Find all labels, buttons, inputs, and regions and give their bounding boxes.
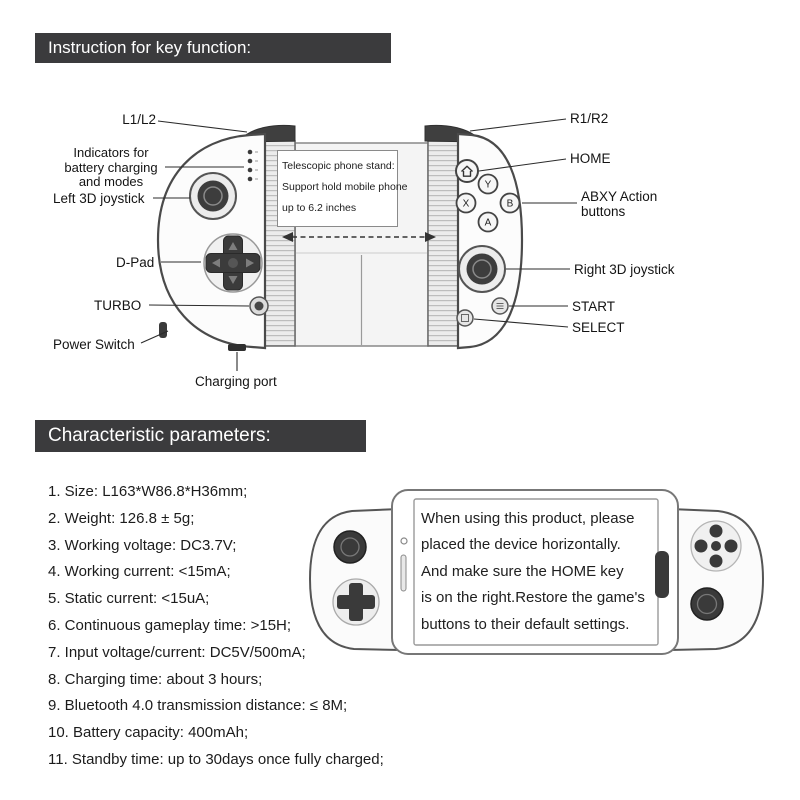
telescopic-note-line: Support hold mobile phone bbox=[282, 181, 408, 193]
bottom-gamepad-with-phone bbox=[308, 489, 765, 655]
stretch-arrow bbox=[282, 232, 436, 242]
parameter-item: 11. Standby time: up to 30days once full… bbox=[48, 750, 384, 768]
parameter-item: 2. Weight: 126.8 ± 5g; bbox=[48, 509, 195, 527]
phone bbox=[391, 489, 679, 655]
phone-usage-note: When using this product, please placed t… bbox=[421, 506, 645, 638]
telescopic-rail-right bbox=[427, 140, 459, 347]
indicator-leds bbox=[247, 149, 258, 182]
select-button bbox=[456, 309, 474, 327]
parameter-item: 1. Size: L163*W86.8*H36mm; bbox=[48, 483, 248, 500]
abxy-buttons: Y X B A bbox=[455, 173, 521, 233]
phone-note-line: And make sure the HOME key bbox=[421, 562, 624, 580]
parameters-list: 1. Size: L163*W86.8*H36mm; 2. Weight: 12… bbox=[48, 479, 384, 774]
bottom-left-joystick bbox=[333, 530, 367, 564]
label-left-joystick: Left 3D joystick bbox=[53, 191, 145, 206]
button-x-label: X bbox=[463, 199, 470, 210]
telescopic-note-line: up to 6.2 inches bbox=[282, 202, 357, 214]
parameter-item: 10. Battery capacity: 400mAh; bbox=[48, 724, 249, 742]
parameter-item: 3. Working voltage: DC3.7V; bbox=[48, 536, 237, 554]
home-button bbox=[455, 159, 479, 183]
label-r1-r2: R1/R2 bbox=[570, 111, 609, 126]
parameter-item: 5. Static current: <15uA; bbox=[48, 590, 210, 608]
label-start: START bbox=[572, 299, 616, 314]
phone-note-line: When using this product, please bbox=[421, 510, 635, 527]
parameter-item: 9. Bluetooth 4.0 transmission distance: … bbox=[48, 697, 348, 715]
section-title-parameters: Characteristic parameters: bbox=[35, 420, 366, 452]
right-grip bbox=[456, 132, 524, 350]
label-charging-port: Charging port bbox=[195, 374, 277, 389]
start-button bbox=[491, 297, 509, 315]
parameter-item: 8. Charging time: about 3 hours; bbox=[48, 670, 263, 688]
telescopic-note-box: Telescopic phone stand: Support hold mob… bbox=[277, 150, 408, 227]
label-l1-l2: L1/L2 bbox=[122, 112, 156, 127]
camera-dot bbox=[400, 537, 408, 545]
label-indicators: Indicators for battery charging and mode… bbox=[64, 145, 158, 189]
section-title-key-function: Instruction for key function: bbox=[35, 33, 391, 63]
button-y-label: Y bbox=[485, 180, 492, 191]
button-b-label: B bbox=[507, 199, 514, 210]
telescopic-note-line: Telescopic phone stand: bbox=[282, 160, 395, 172]
label-abxy: ABXY Action buttons bbox=[581, 189, 658, 219]
label-right-joystick: Right 3D joystick bbox=[574, 262, 675, 277]
parameter-item: 7. Input voltage/current: DC5V/500mA; bbox=[48, 643, 306, 661]
parameter-item: 4. Working current: <15mA; bbox=[48, 563, 231, 581]
top-gamepad-diagram: Y X B A bbox=[140, 118, 577, 371]
home-icon bbox=[461, 165, 473, 177]
bottom-right-joystick bbox=[690, 587, 724, 621]
label-home: HOME bbox=[570, 151, 611, 166]
left-grip bbox=[156, 132, 267, 350]
phone-note-line: is on the right.Restore the game's bbox=[421, 589, 645, 607]
phone-note-line: buttons to their default settings. bbox=[421, 615, 630, 633]
speaker-slit bbox=[400, 554, 407, 592]
leader-lines bbox=[140, 118, 577, 371]
phone-clamp bbox=[655, 551, 669, 598]
label-power-switch: Power Switch bbox=[53, 337, 135, 352]
button-a-label: A bbox=[485, 218, 492, 229]
left-joystick bbox=[189, 172, 237, 220]
right-joystick bbox=[458, 245, 506, 293]
charging-port bbox=[228, 344, 246, 351]
bottom-button-cluster bbox=[690, 520, 742, 572]
bottom-d-pad bbox=[332, 578, 380, 626]
turbo-button bbox=[249, 296, 269, 316]
label-turbo: TURBO bbox=[94, 298, 142, 313]
d-pad bbox=[203, 233, 263, 293]
phone-note-line: placed the device horizontally. bbox=[421, 536, 621, 554]
label-select: SELECT bbox=[572, 320, 625, 335]
parameter-item: 6. Continuous gameplay time: >15H; bbox=[48, 616, 292, 634]
power-switch bbox=[159, 322, 167, 338]
label-d-pad: D-Pad bbox=[116, 255, 155, 270]
